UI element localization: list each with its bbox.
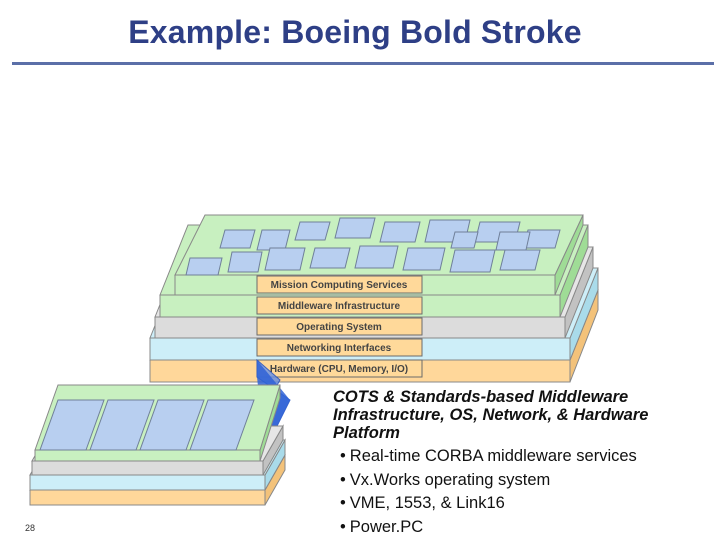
small-stack xyxy=(29,384,286,506)
heading-line: Platform xyxy=(333,424,400,442)
layer-label-network: Networking Interfaces xyxy=(287,343,392,354)
layer-label-mission: Mission Computing Services xyxy=(271,280,408,291)
heading-line: COTS & Standards-based Middleware xyxy=(333,388,629,406)
bullet-item: Vx.Works operating system xyxy=(340,469,637,493)
platform-bullets: Real-time CORBA middleware services Vx.W… xyxy=(340,445,637,539)
bullet-item: Real-time CORBA middleware services xyxy=(340,445,637,469)
heading-line: Infrastructure, OS, Network, & Hardware xyxy=(333,406,649,424)
layer-label-middleware: Middleware Infrastructure xyxy=(278,301,401,312)
platform-heading: COTS & Standards-based Middleware Infras… xyxy=(333,388,713,442)
layer-label-hardware: Hardware (CPU, Memory, I/O) xyxy=(270,364,408,375)
mission-components xyxy=(185,217,561,276)
title-divider xyxy=(12,62,714,65)
bullet-item: Power.PC xyxy=(340,516,637,540)
layer-label-os: Operating System xyxy=(296,322,382,333)
slide-title: Example: Boeing Bold Stroke xyxy=(128,14,582,50)
bullet-item: VME, 1553, & Link16 xyxy=(340,492,637,516)
page-number: 28 xyxy=(25,523,36,533)
